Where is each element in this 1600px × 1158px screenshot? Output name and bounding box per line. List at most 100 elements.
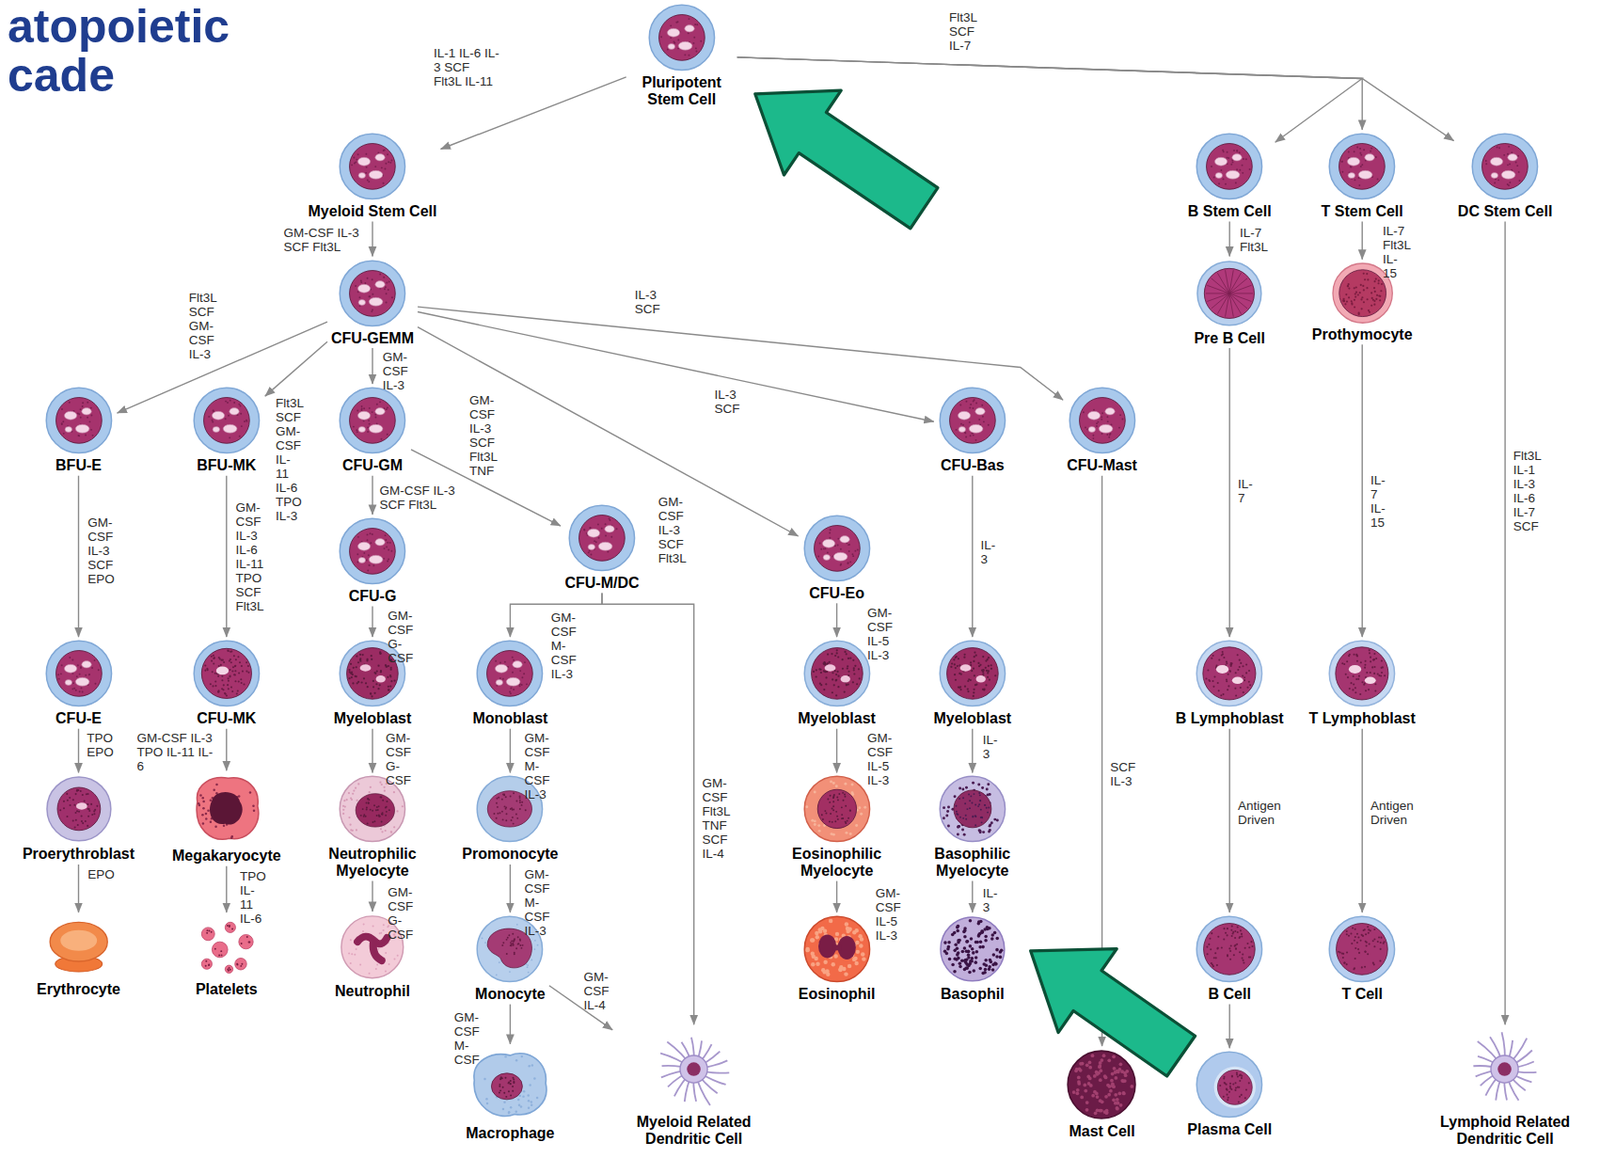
cell-part: [366, 823, 369, 825]
connector: [1228, 728, 1230, 913]
cell-part: [506, 820, 508, 823]
cell-part: [375, 538, 385, 546]
cell-part: [380, 438, 383, 441]
cell-part: [1241, 164, 1244, 167]
cell-node: Eosinophilic Myelocyte: [772, 772, 903, 881]
cell-part: [1373, 658, 1376, 661]
cell-part: [969, 936, 974, 941]
cell-part: [89, 407, 92, 410]
cell-part: [985, 788, 989, 792]
cell-part: [369, 808, 372, 811]
cell-part: [90, 428, 93, 431]
cell-illustration: [191, 638, 262, 709]
cell-part: [513, 659, 516, 662]
cell-part: [357, 536, 360, 539]
cell-part: [940, 917, 1005, 982]
cell-part: [616, 527, 618, 530]
cell-part: [824, 682, 827, 685]
cell-part: [835, 810, 838, 813]
cell-part: [386, 153, 389, 156]
cell-part: [197, 804, 200, 807]
cell-part: [675, 21, 678, 24]
cell-part: [379, 781, 381, 784]
cell-part: [355, 793, 395, 827]
cell-part: [823, 960, 827, 965]
connector: [78, 475, 80, 637]
connector: [225, 475, 227, 637]
cell-part: [696, 24, 698, 27]
cell-part: [87, 674, 90, 677]
cell-part: [380, 796, 382, 799]
cell-part: [1353, 653, 1356, 656]
cell-part: [961, 788, 965, 792]
cell-part: [221, 675, 223, 678]
cell-part: [220, 664, 222, 666]
cell-part: [378, 815, 381, 818]
cell-part: [235, 957, 247, 969]
cell-part: [962, 817, 965, 820]
cell-part: [982, 655, 984, 658]
cell-part: [339, 518, 405, 584]
cell-part: [972, 695, 975, 698]
cell-part: [513, 688, 516, 691]
cell-part: [952, 969, 957, 974]
cell-part: [840, 807, 843, 809]
cell-part: [1358, 170, 1373, 179]
cell-part: [57, 673, 60, 676]
cell-part: [384, 829, 387, 832]
cell-part: [509, 944, 512, 947]
cell-part: [966, 950, 971, 954]
cell-illustration: [1194, 258, 1265, 329]
cell-part: [1228, 684, 1231, 687]
cell-part: [979, 800, 982, 803]
cell-part: [1211, 292, 1230, 308]
cell-part: [852, 957, 856, 962]
cell-part: [969, 403, 972, 406]
cell-part: [1360, 298, 1363, 301]
cell-part: [365, 558, 368, 561]
cell-part: [1366, 671, 1369, 674]
cell-part: [496, 680, 504, 686]
cell-part: [91, 434, 94, 437]
cell-part: [73, 687, 76, 690]
cell-part: [984, 683, 987, 686]
cell-part: [953, 790, 992, 828]
cell-part: [956, 924, 961, 929]
cell-part: [389, 685, 392, 688]
cell-part: [212, 427, 220, 433]
cell-part: [384, 807, 387, 809]
cell-part: [977, 783, 981, 787]
cell-part: [63, 807, 65, 810]
cell-part: [983, 963, 988, 967]
cell-part: [847, 543, 850, 546]
cell-part: [1368, 649, 1371, 651]
cell-part: [972, 660, 975, 663]
cell-part: [843, 921, 848, 926]
cell-part: [1375, 156, 1378, 159]
cell-part: [604, 534, 607, 537]
cell-part: [1363, 682, 1366, 685]
cell-part: [84, 434, 87, 437]
cell-part: [823, 554, 830, 560]
cell-part: [971, 816, 974, 819]
cell-part: [91, 666, 94, 669]
cell-part: [979, 799, 982, 802]
cell-part: [821, 967, 825, 972]
cell-part: [510, 944, 513, 947]
cell-part: [509, 692, 512, 695]
cell-part: [945, 814, 949, 818]
cell-part: [226, 924, 229, 927]
cell-part: [1229, 292, 1253, 294]
cell-part: [1362, 271, 1364, 274]
cell-part: [1364, 660, 1367, 663]
cell-part: [1485, 159, 1488, 162]
cell-part: [1364, 689, 1367, 692]
cell-part: [214, 948, 217, 951]
cell-part: [506, 807, 508, 809]
cell-part: [835, 679, 838, 682]
cell-part: [232, 665, 235, 668]
cell-part: [369, 532, 372, 535]
cell-part: [1496, 145, 1499, 148]
cell-part: [355, 428, 358, 431]
cell-part: [55, 650, 102, 698]
